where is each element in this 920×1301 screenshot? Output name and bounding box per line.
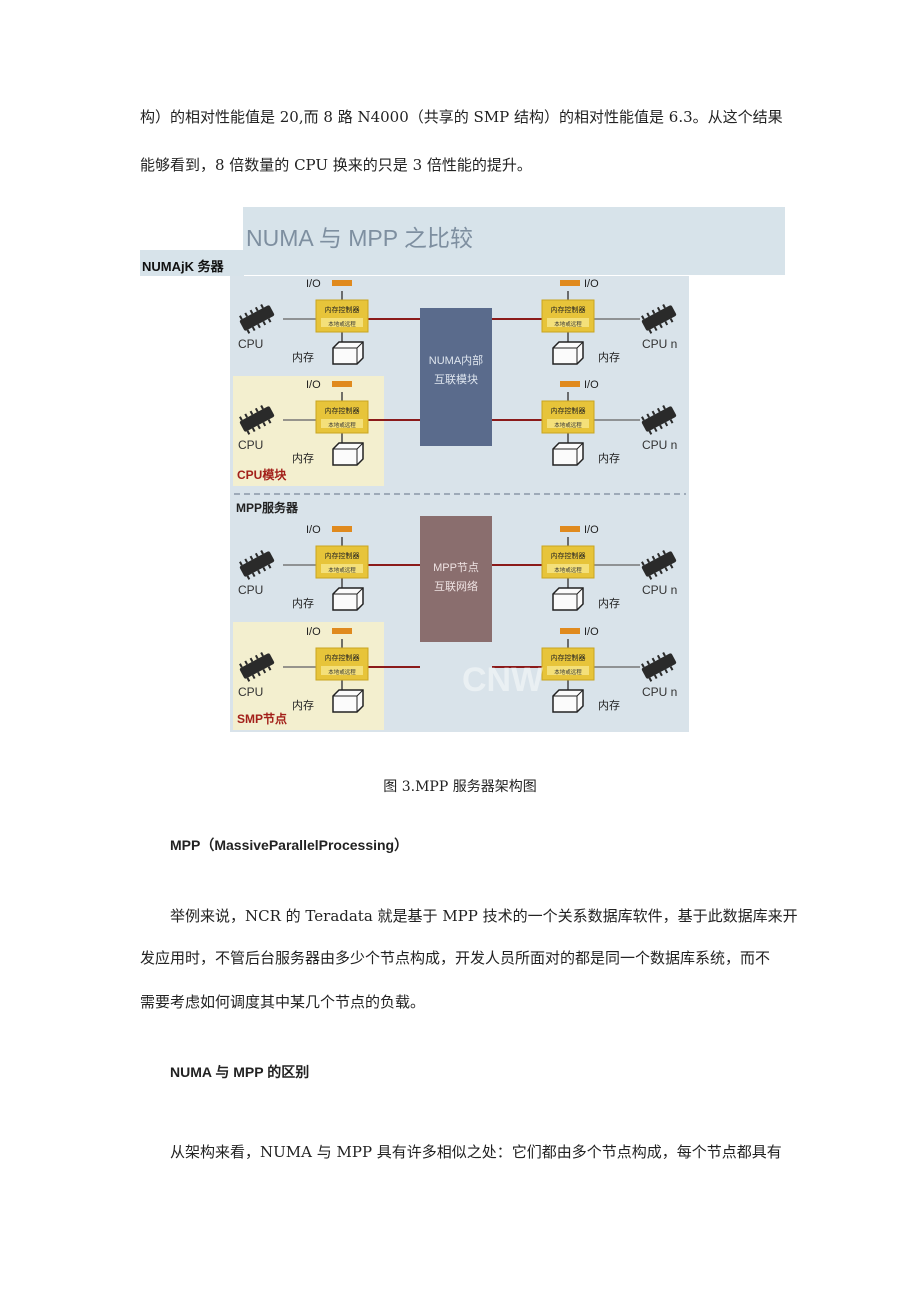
io-label: I/O	[584, 626, 599, 638]
io-label: I/O	[584, 278, 599, 290]
paragraph-line: 举例来说，NCR 的 Teradata 就是基于 MPP 技术的一个关系数据库软…	[170, 907, 798, 925]
mpp-interconnect-block	[420, 516, 492, 642]
paragraph-line: 从架构来看，NUMA 与 MPP 具有许多相似之处：它们都由多个节点构成，每个节…	[170, 1143, 782, 1161]
node-right: I/O 内存控制器 本地或远程 内存 CPU n	[541, 278, 678, 365]
memory-controller-label: 内存控制器	[325, 653, 360, 662]
cpu-label: CPU n	[642, 583, 677, 597]
numa-server-label: NUMAjK 务器	[142, 259, 224, 274]
figure-title-bar	[243, 207, 785, 275]
node-right: I/O 内存控制器 本地或远程 内存 CPU n	[541, 626, 678, 713]
memory-controller-label: 内存控制器	[551, 406, 586, 415]
io-label: I/O	[584, 379, 599, 391]
memory-controller-label: 内存控制器	[325, 406, 360, 415]
node-right: I/O 内存控制器 本地或远程 内存 CPU n	[541, 379, 678, 466]
paragraph-line: 需要考虑如何调度其中某几个节点的负载。	[140, 993, 426, 1011]
interconnect-links	[368, 318, 542, 668]
io-label: I/O	[306, 524, 321, 536]
memory-controller-label: 内存控制器	[325, 305, 360, 314]
numa-interconnect-block	[420, 308, 492, 446]
figure-title: NUMA 与 MPP 之比较	[246, 225, 474, 251]
memory-controller-label: 内存控制器	[551, 653, 586, 662]
cpu-label: CPU n	[642, 337, 677, 351]
section-heading-difference: NUMA 与 MPP 的区别	[170, 1064, 310, 1080]
local-remote-label: 本地或远程	[554, 320, 582, 328]
memory-label: 内存	[292, 596, 314, 610]
cpu-module-label: CPU模块	[237, 467, 287, 482]
mpp-server-label: MPP服务器	[236, 500, 299, 515]
memory-label: 内存	[292, 451, 314, 465]
memory-label: 内存	[292, 350, 314, 364]
local-remote-label: 本地或远程	[554, 668, 582, 676]
node-right: I/O 内存控制器 本地或远程 内存 CPU n	[541, 524, 678, 611]
numa-interconnect-text: NUMA内部	[429, 353, 483, 367]
memory-label: 内存	[598, 596, 620, 610]
node-left: I/O 内存控制器 本地或远程 内存 CPU SMP节点	[237, 626, 369, 726]
numa-label-background	[140, 250, 244, 276]
memory-label: 内存	[598, 350, 620, 364]
cpu-label: CPU	[238, 583, 263, 597]
memory-controller-label: 内存控制器	[551, 551, 586, 560]
node-left: I/O 内存控制器 本地或远程 内存 CPU CPU模块	[237, 379, 369, 482]
local-remote-label: 本地或远程	[554, 566, 582, 574]
local-remote-label: 本地或远程	[328, 421, 356, 429]
memory-controller-label: 内存控制器	[551, 305, 586, 314]
io-label: I/O	[584, 524, 599, 536]
paragraph-line: 能够看到，8 倍数量的 CPU 换来的只是 3 倍性能的提升。	[140, 156, 532, 174]
memory-label: 内存	[598, 451, 620, 465]
paragraph-line: 发应用时，不管后台服务器由多少个节点构成，开发人员所面对的都是同一个数据库系统，…	[140, 949, 771, 967]
cpu-label: CPU n	[642, 438, 677, 452]
watermark-logo: CNW	[462, 661, 544, 699]
node-left: I/O 内存控制器 本地或远程 内存 CPU	[238, 524, 369, 611]
figure-caption: 图 3.MPP 服务器架构图	[383, 779, 537, 795]
local-remote-label: 本地或远程	[554, 421, 582, 429]
architecture-diagram: NUMA内部 互联模块 MPP节点 互联网络 I/O 内存控制器 本地或远程 内…	[233, 278, 686, 730]
cpu-label: CPU	[238, 685, 263, 699]
local-remote-label: 本地或远程	[328, 566, 356, 574]
memory-label: 内存	[598, 698, 620, 712]
local-remote-label: 本地或远程	[328, 320, 356, 328]
io-label: I/O	[306, 626, 321, 638]
cpu-label: CPU	[238, 438, 263, 452]
io-label: I/O	[306, 379, 321, 391]
mpp-interconnect-text: 互联网络	[434, 579, 478, 593]
cpu-label: CPU n	[642, 685, 677, 699]
section-heading-mpp: MPP（MassiveParallelProcessing）	[170, 837, 409, 853]
cpu-label: CPU	[238, 337, 263, 351]
smp-node-label: SMP节点	[237, 711, 287, 726]
memory-label: 内存	[292, 698, 314, 712]
io-label: I/O	[306, 278, 321, 290]
paragraph-line: 构）的相对性能值是 20,而 8 路 N4000（共享的 SMP 结构）的相对性…	[140, 108, 783, 126]
memory-controller-label: 内存控制器	[325, 551, 360, 560]
numa-interconnect-text: 互联模块	[434, 373, 478, 386]
local-remote-label: 本地或远程	[328, 668, 356, 676]
node-left: I/O 内存控制器 本地或远程 内存 CPU	[238, 278, 369, 365]
mpp-interconnect-text: MPP节点	[433, 561, 479, 574]
